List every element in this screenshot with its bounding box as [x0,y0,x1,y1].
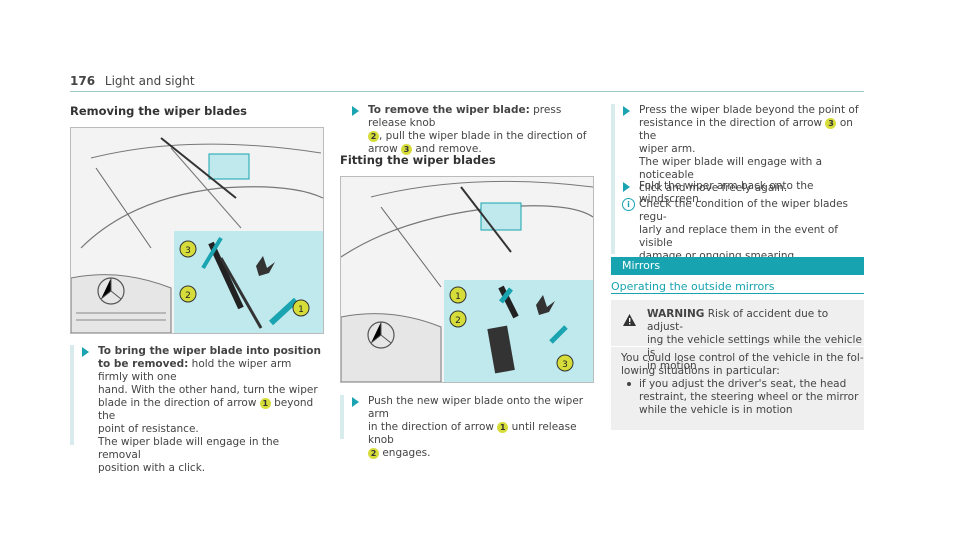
callout-2: 2 [368,130,379,142]
step-bar [340,395,344,439]
svg-text:2: 2 [185,291,191,301]
step-arrow-icon [352,106,359,116]
car-wiper-fitting-illustration: 1 2 3 [341,177,593,382]
mirrors-subtitle: Operating the outside mirrors [611,280,775,293]
svg-text:1: 1 [298,305,304,315]
page-header: 176 Light and sight [70,74,195,88]
car-wiper-removal-illustration: 3 2 1 [71,128,323,333]
fold-step: Fold the wiper arm back onto the windscr… [639,180,814,205]
bullet-dot [627,382,631,386]
step-bar [70,345,74,445]
step-arrow-icon [623,106,630,116]
callout-3: 3 [401,143,413,155]
step-remove-blade: To remove the wiper blade: press release… [340,104,595,155]
svg-text:2: 2 [455,316,461,326]
warning-box: WARNING Risk of accident due to adjust- … [611,300,864,430]
right-steps: Press the wiper blade beyond the point o… [611,104,864,262]
info-icon: i [622,198,635,211]
step-bold: To bring the wiper blade into position t… [98,345,321,370]
warning-icon [623,311,636,330]
step-arrow-icon [623,182,630,192]
svg-text:1: 1 [455,292,461,302]
mirrors-title: Mirrors [611,257,864,275]
step-push-blade: Push the new wiper blade onto the wiper … [340,395,595,459]
step-bar [611,104,615,254]
section-title: Light and sight [104,74,195,88]
callout-1: 1 [259,397,271,409]
svg-text:3: 3 [562,360,568,370]
header-rule [70,91,864,92]
page-number: 176 [70,74,96,88]
step-arrow-icon [82,347,89,357]
removing-figure: 3 2 1 [70,127,324,334]
warning-separator [611,346,864,347]
subtitle-rule [611,293,864,294]
removing-heading: Removing the wiper blades [70,104,247,118]
step-arrow-icon [352,397,359,407]
step-bring-position: To bring the wiper blade into position t… [70,345,322,474]
warning-label: WARNING [647,308,705,320]
svg-text:3: 3 [185,246,191,256]
fitting-figure: 1 2 3 [340,176,594,383]
fitting-heading: Fitting the wiper blades [340,153,496,167]
